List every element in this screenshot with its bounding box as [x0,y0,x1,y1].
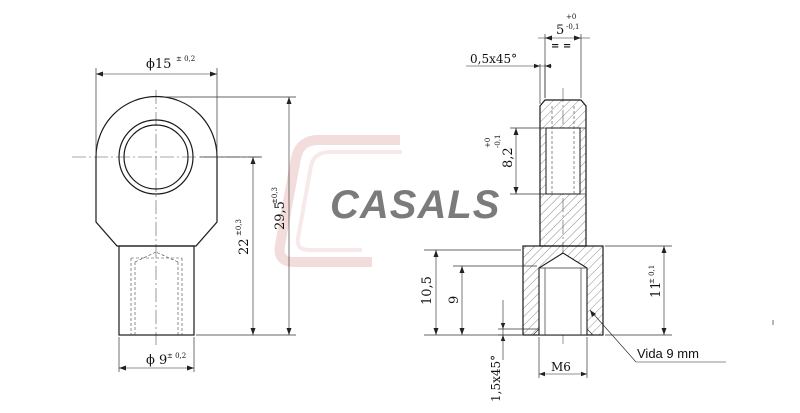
dim-chamfer-bottom: 1,5x45° [489,355,503,402]
dim-8-2-tol-up: +0 [484,138,492,148]
dim-chamfer-top: 0,5x45° [470,52,517,66]
dim-29-5-tol: ±0,3 [271,187,279,204]
dim-phi9-tol: ± 0,2 [167,352,186,360]
dim-phi15: ϕ15 [146,57,171,72]
dim-phi9: ϕ 9 [146,353,167,368]
dim-9: 9 [447,296,462,304]
dim-8-2: 8,2 [501,147,516,168]
dim-phi15-tol: ± 0,2 [176,55,195,63]
dim-5-tol-up: +0 [566,13,576,21]
left-view: ϕ15 ± 0,2 ϕ 9 ± 0,2 22 ±0,3 29,5 ±0,3 [72,55,296,372]
dim-5: 5 [556,23,564,38]
dim-5-tol-dn: -0,1 [566,23,580,31]
dim-8-2-tol-dn: -0,1 [494,135,502,149]
callout-vida: Vida 9 mm [637,346,699,361]
watermark-text: CASALS [330,183,500,227]
watermark-logo: CASALS [274,135,500,267]
dim-29-5: 29,5 [273,201,288,230]
dim-22-tol: ±0,3 [235,219,243,236]
parallel-marks: = = [551,41,571,52]
dim-10-5: 10,5 [420,276,435,305]
dim-11-tol: ± 0,1 [648,265,656,284]
dim-11: 11 [649,281,664,298]
right-view: 5 +0 -0,1 = = 0,5x45° 8,2 +0 -0,1 10,5 9 [420,13,774,402]
dim-m6: M6 [551,360,571,374]
dim-22: 22 [237,238,252,255]
